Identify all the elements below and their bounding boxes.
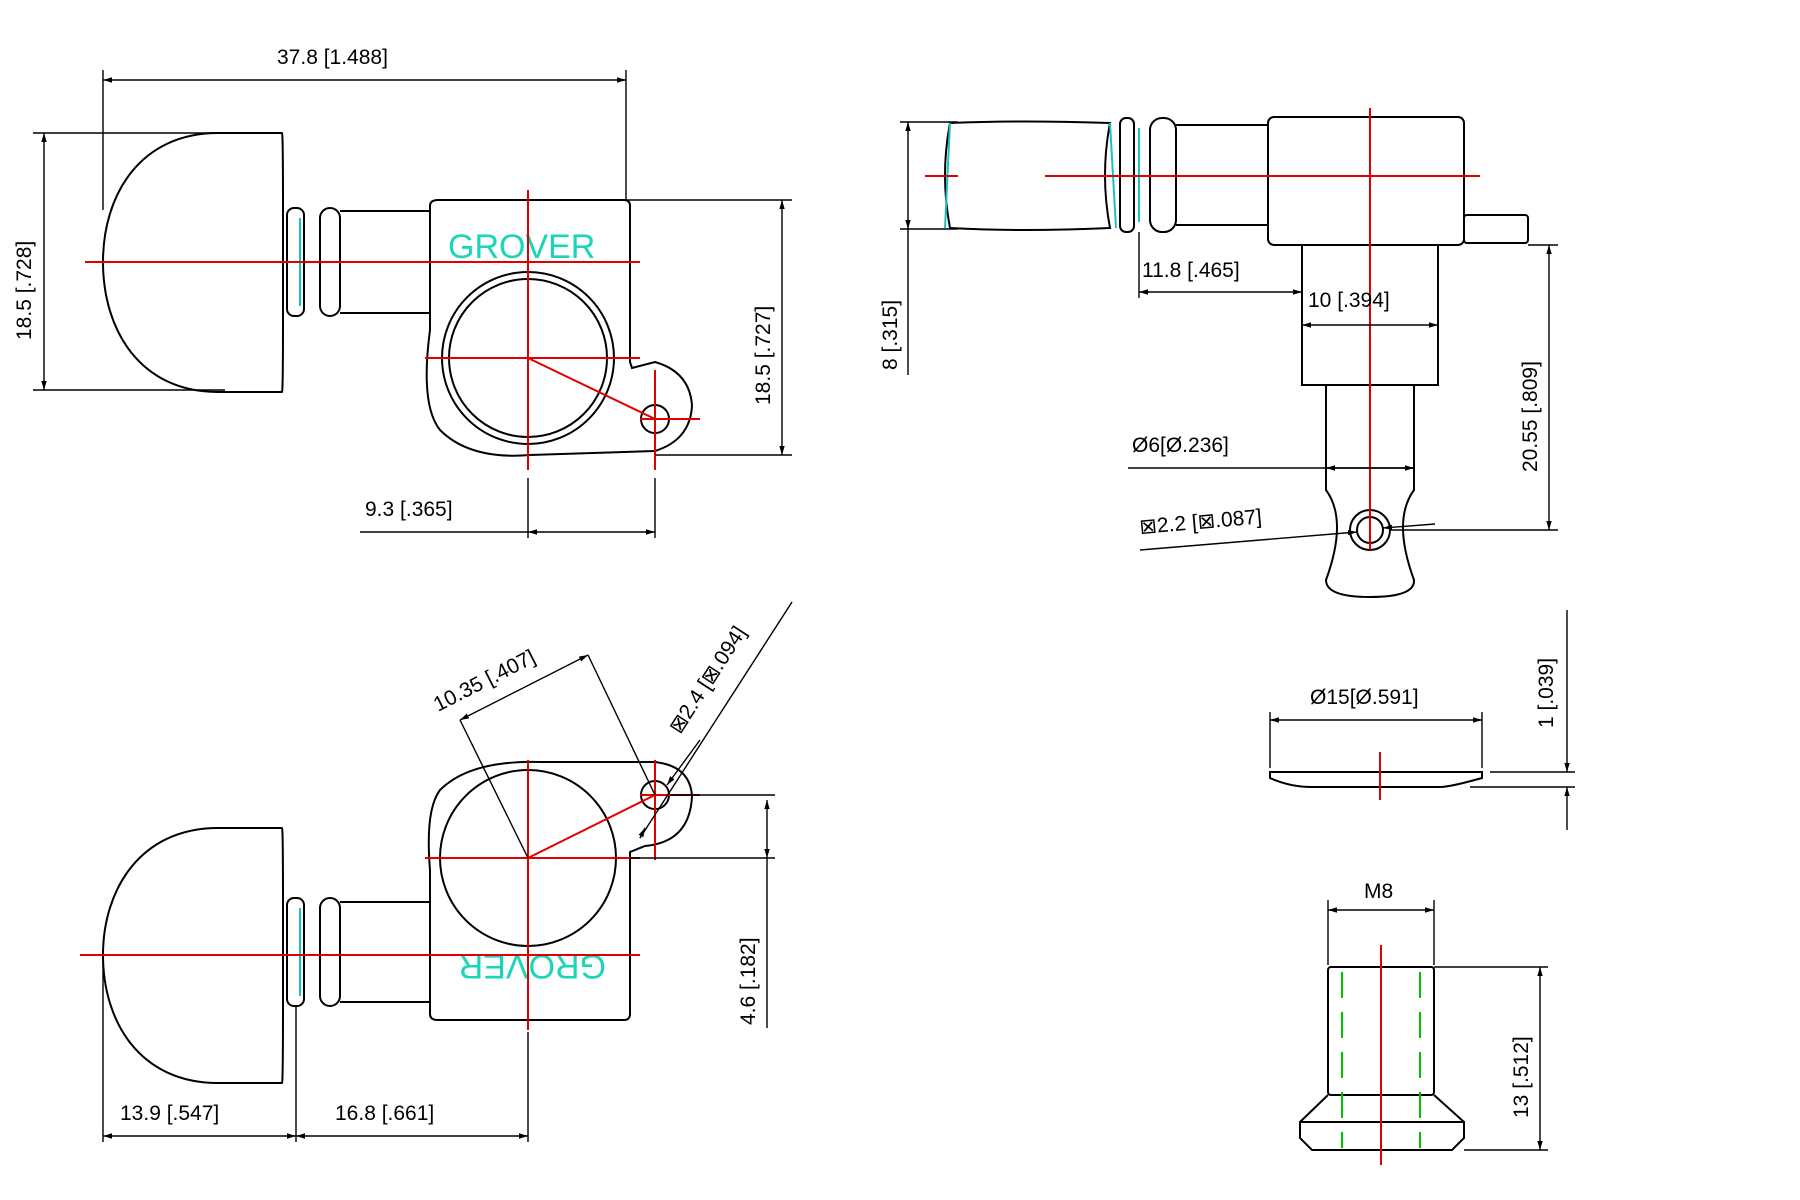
- dim-post-dia: Ø6[Ø.236]: [1132, 434, 1229, 457]
- washer-view: Ø15[Ø.591] 1 [.039]: [1269, 610, 1575, 830]
- dim-washer-dia: Ø15[Ø.591]: [1310, 686, 1419, 709]
- dim-thread-size: M8: [1364, 880, 1393, 903]
- side-housing: [1267, 116, 1465, 246]
- dim-washer-thickness: 1 [.039]: [1535, 658, 1558, 728]
- dim-housing-height: 18.5 [.727]: [752, 306, 775, 405]
- rear-housing-outline: [427, 760, 694, 1021]
- dim-hole-offset-y: 4.6 [.182]: [737, 937, 760, 1025]
- bushing-view: M8 13 [.512]: [1299, 880, 1548, 1165]
- rear-button-collar: [286, 897, 305, 1007]
- front-view: GROVER 37.8 [1.488] 18.5 [.728] 18.5 [.7…: [13, 46, 792, 538]
- dim-mount-hole-dia: ⊠2.4 [⊠.094]: [665, 622, 751, 737]
- dim-shaft-length: 16.8 [.661]: [335, 1102, 434, 1125]
- side-view: 8 [.315] 11.8 [.465] 10 [.394] 20.55 [.8…: [879, 108, 1558, 599]
- dim-button-thickness: 8 [.315]: [879, 300, 902, 370]
- dim-shaft-side: 11.8 [.465]: [1142, 259, 1240, 282]
- washer-outline: [1269, 771, 1483, 788]
- side-tab: [1463, 214, 1529, 244]
- rear-shaft-ring: [319, 897, 341, 1007]
- housing-outline: [425, 199, 694, 457]
- dim-bushing-height: 13 [.512]: [1510, 1036, 1533, 1118]
- brand-logo: GROVER: [448, 228, 595, 266]
- dim-button-height: 18.5 [.728]: [13, 241, 36, 340]
- rear-view: GROVER 10.35 [.407] ⊠2.4 [⊠.094] 4.6 [.1…: [80, 601, 793, 1142]
- dim-hole-offset-x: 9.3 [.365]: [365, 498, 453, 521]
- dim-hole-offset-diag: 10.35 [.407]: [430, 646, 539, 717]
- dim-string-hole-dia: ⊠2.2 [⊠.087]: [1138, 505, 1262, 539]
- dim-overall-length: 37.8 [1.488]: [277, 46, 388, 69]
- rear-button-outline: [101, 827, 284, 1084]
- brand-logo-mirrored: GROVER: [459, 947, 606, 985]
- tuner-button-outline: [101, 132, 284, 393]
- dim-button-length: 13.9 [.547]: [120, 1102, 219, 1125]
- dim-post-height: 20.55 [.809]: [1519, 361, 1542, 472]
- dim-bushing-width: 10 [.394]: [1308, 289, 1390, 312]
